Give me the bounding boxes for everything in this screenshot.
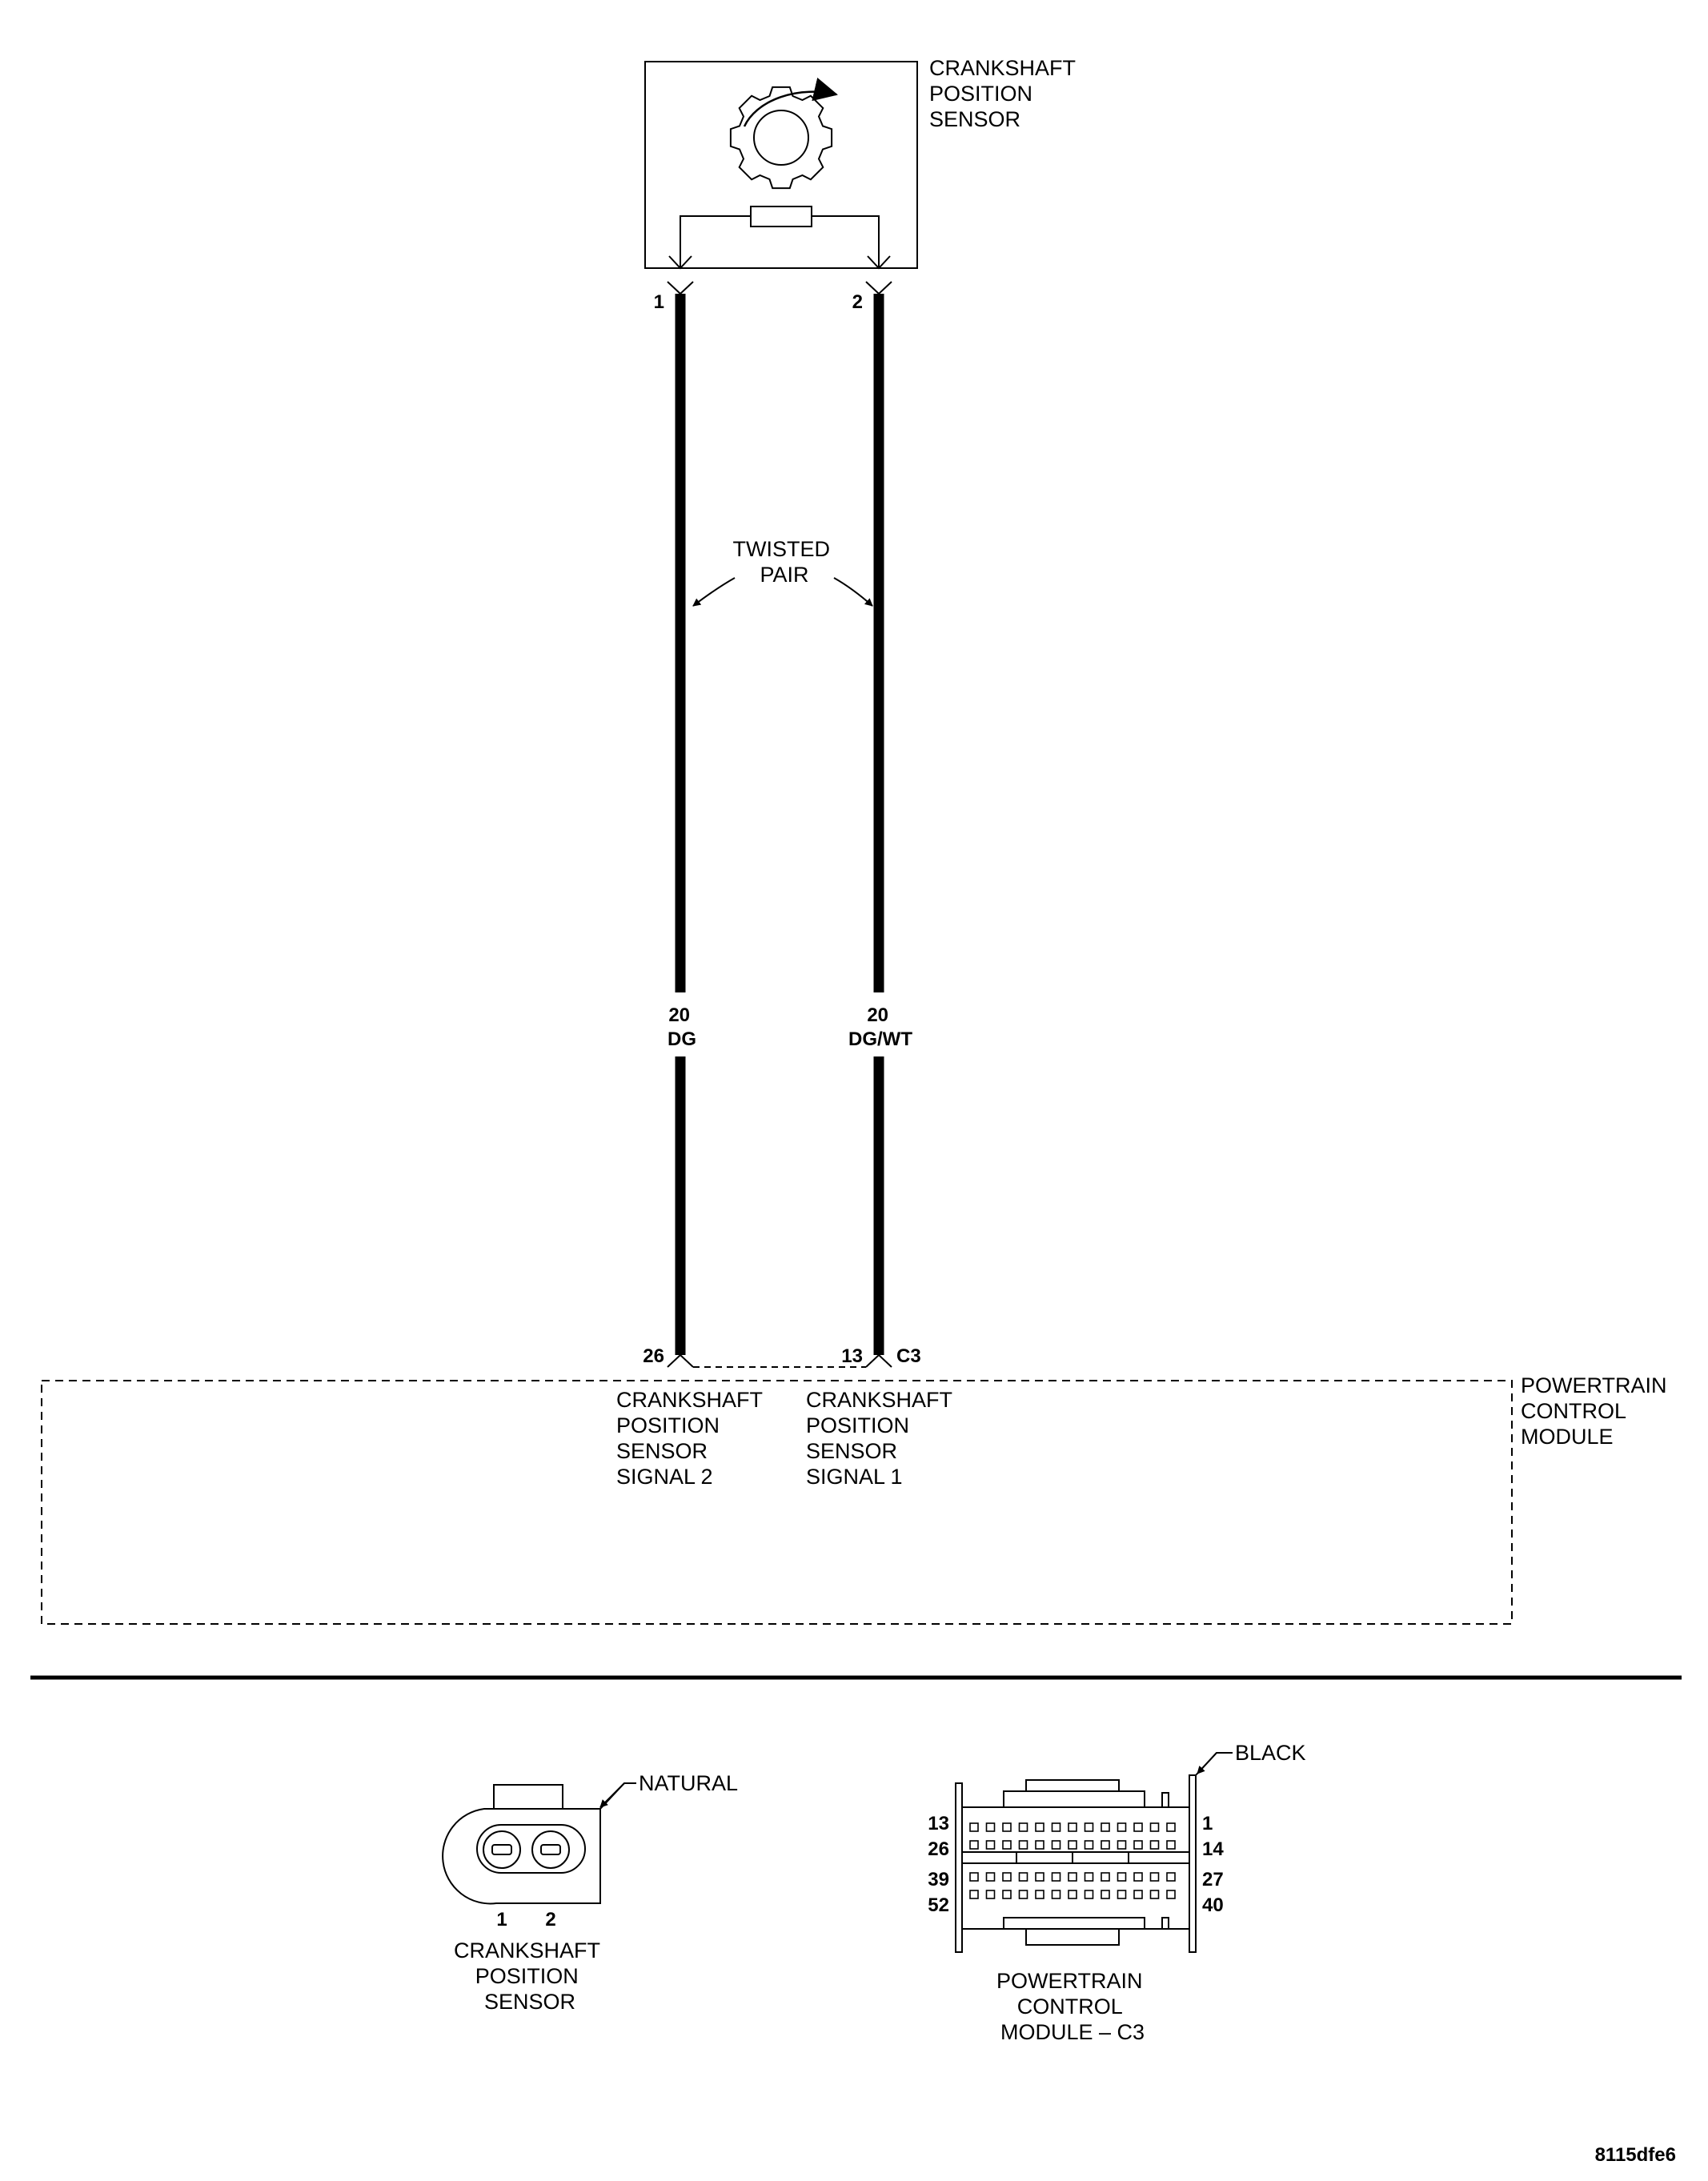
- pin-cavity: [1149, 1840, 1160, 1850]
- pin-cavity: [1068, 1822, 1077, 1832]
- gear-hub: [753, 110, 809, 166]
- sensor-connector-pin-2: 2: [545, 1909, 555, 1930]
- pin-cavity: [1166, 1840, 1176, 1850]
- pin-cavity: [969, 1872, 979, 1882]
- sensor-connector-view: [442, 1782, 636, 1905]
- sensor-pin-1: 1: [654, 291, 664, 313]
- pin-cavity: [985, 1890, 996, 1899]
- pin-cavity: [1117, 1890, 1127, 1899]
- pin-cavity: [1133, 1840, 1143, 1850]
- pin-cavity: [1084, 1890, 1094, 1899]
- pin-cavity: [1084, 1872, 1094, 1882]
- pin-cavity: [1018, 1890, 1028, 1899]
- pcm-signal-2-label: CRANKSHAFT POSITION SENSOR SIGNAL 2: [616, 1388, 768, 1489]
- pin-cavity: [1035, 1872, 1044, 1882]
- pin-cavity: [1117, 1822, 1127, 1832]
- wire-left-code: 20 DG: [668, 1004, 696, 1050]
- pin-cavity: [1035, 1840, 1044, 1850]
- powertrain-control-module-box: [41, 1380, 1513, 1625]
- pcm-connector-view: [955, 1752, 1233, 1953]
- pin-cavity: [1133, 1822, 1143, 1832]
- pcm-connector-right-pin-1: 1: [1202, 1813, 1213, 1834]
- pin-cavity: [1149, 1822, 1160, 1832]
- pcm-connector-left-pin-39: 39: [928, 1869, 949, 1890]
- crankshaft-position-sensor: CRANKSHAFT POSITION SENSOR: [644, 56, 1081, 270]
- pcm-connector-label: POWERTRAIN CONTROL MODULE – C3: [996, 1969, 1149, 2044]
- sensor-pin-2: 2: [852, 291, 863, 313]
- pin-cavity: [1002, 1822, 1012, 1832]
- pin-cavity: [985, 1822, 996, 1832]
- rotation-arrow-icon: [743, 77, 838, 127]
- figure-id: 8115dfe6: [1595, 2144, 1676, 2166]
- pin-cavity: [1084, 1822, 1094, 1832]
- pin-cavity: [1117, 1872, 1127, 1882]
- pcm-connector-right-pin-27: 27: [1202, 1869, 1224, 1890]
- pin-cavity: [1149, 1890, 1160, 1899]
- pin-cavity: [1068, 1840, 1077, 1850]
- sensor-box: [644, 61, 918, 269]
- pin-cavity: [1051, 1840, 1061, 1850]
- resistor-icon: [668, 206, 891, 270]
- pin-cavity: [1166, 1890, 1176, 1899]
- pin-cavity: [1051, 1872, 1061, 1882]
- pin-cavity: [1166, 1822, 1176, 1832]
- sensor-label: CRANKSHAFT POSITION SENSOR: [929, 56, 1081, 131]
- pin-cavity: [1018, 1872, 1028, 1882]
- pin-cavity: [1051, 1890, 1061, 1899]
- pin-cavity: [1133, 1890, 1143, 1899]
- pcm-signal-1-label: CRANKSHAFT POSITION SENSOR SIGNAL 1: [806, 1388, 958, 1489]
- pcm-connector-color: BLACK: [1235, 1741, 1306, 1765]
- pin-cavity: [969, 1890, 979, 1899]
- sensor-connector-label: CRANKSHAFT POSITION SENSOR: [454, 1938, 606, 2014]
- pcm-connector-left-pin-26: 26: [928, 1838, 949, 1860]
- pin-cavity: [969, 1840, 979, 1850]
- pin-cavity: [1018, 1822, 1028, 1832]
- pin-cavity: [1101, 1872, 1110, 1882]
- sensor-connector-color: NATURAL: [639, 1771, 738, 1795]
- pcm-pin-13: 13: [841, 1345, 863, 1367]
- twisted-pair-annotation: TWISTED PAIR: [692, 537, 873, 607]
- pin-cavity: [1101, 1890, 1110, 1899]
- pcm-pin-26: 26: [643, 1345, 664, 1367]
- pin-cavity: [1068, 1890, 1077, 1899]
- wire-right: [865, 281, 892, 1368]
- pin-cavity: [985, 1872, 996, 1882]
- gear-icon: [729, 86, 833, 190]
- pin-cavity: [1018, 1840, 1028, 1850]
- pin-cavity: [985, 1840, 996, 1850]
- pin-cavity: [1002, 1872, 1012, 1882]
- pin-cavity: [1051, 1822, 1061, 1832]
- pin-cavity: [1101, 1822, 1110, 1832]
- wire-right-code: 20 DG/WT: [848, 1004, 912, 1050]
- pin-cavity: [1117, 1840, 1127, 1850]
- pcm-connector-left-pin-13: 13: [928, 1813, 949, 1834]
- sensor-connector-pin-1: 1: [496, 1909, 507, 1930]
- pcm-label: POWERTRAIN CONTROL MODULE: [1521, 1373, 1673, 1449]
- pcm-connector-right-pin-14: 14: [1202, 1838, 1224, 1860]
- pin-cavity: [1002, 1840, 1012, 1850]
- pin-cavity: [1035, 1890, 1044, 1899]
- pin-cavity: [1101, 1840, 1110, 1850]
- pin-cavity: [1166, 1872, 1176, 1882]
- wire-left: [667, 281, 694, 1368]
- pcm-connector-right-pin-40: 40: [1202, 1894, 1224, 1916]
- pin-cavity: [1084, 1840, 1094, 1850]
- pin-cavity: [1149, 1872, 1160, 1882]
- pin-cavity: [1133, 1872, 1143, 1882]
- pin-cavity: [1068, 1872, 1077, 1882]
- pin-cavity: [969, 1822, 979, 1832]
- pcm-connector-left-pin-52: 52: [928, 1894, 949, 1916]
- pin-cavity: [1002, 1890, 1012, 1899]
- pcm-connector-id: C3: [896, 1345, 921, 1367]
- pin-cavity: [1035, 1822, 1044, 1832]
- svg-text:TWISTED PAIR: TWISTED PAIR: [732, 537, 836, 587]
- gear-outline: [729, 86, 833, 190]
